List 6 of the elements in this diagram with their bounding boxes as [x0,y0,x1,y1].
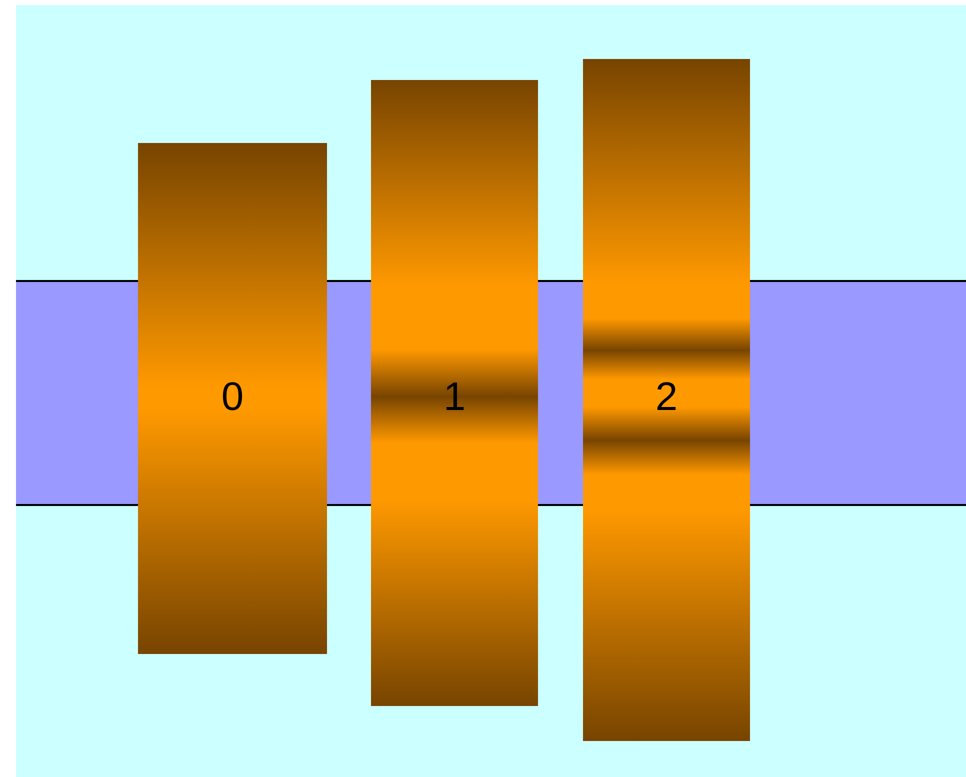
mode-bar [371,80,538,706]
mode-number: 0 [221,377,244,417]
mode-bar [583,59,750,741]
mode-number: 1 [443,377,466,417]
mode-bar [138,143,327,654]
mode-number: 2 [655,377,678,417]
